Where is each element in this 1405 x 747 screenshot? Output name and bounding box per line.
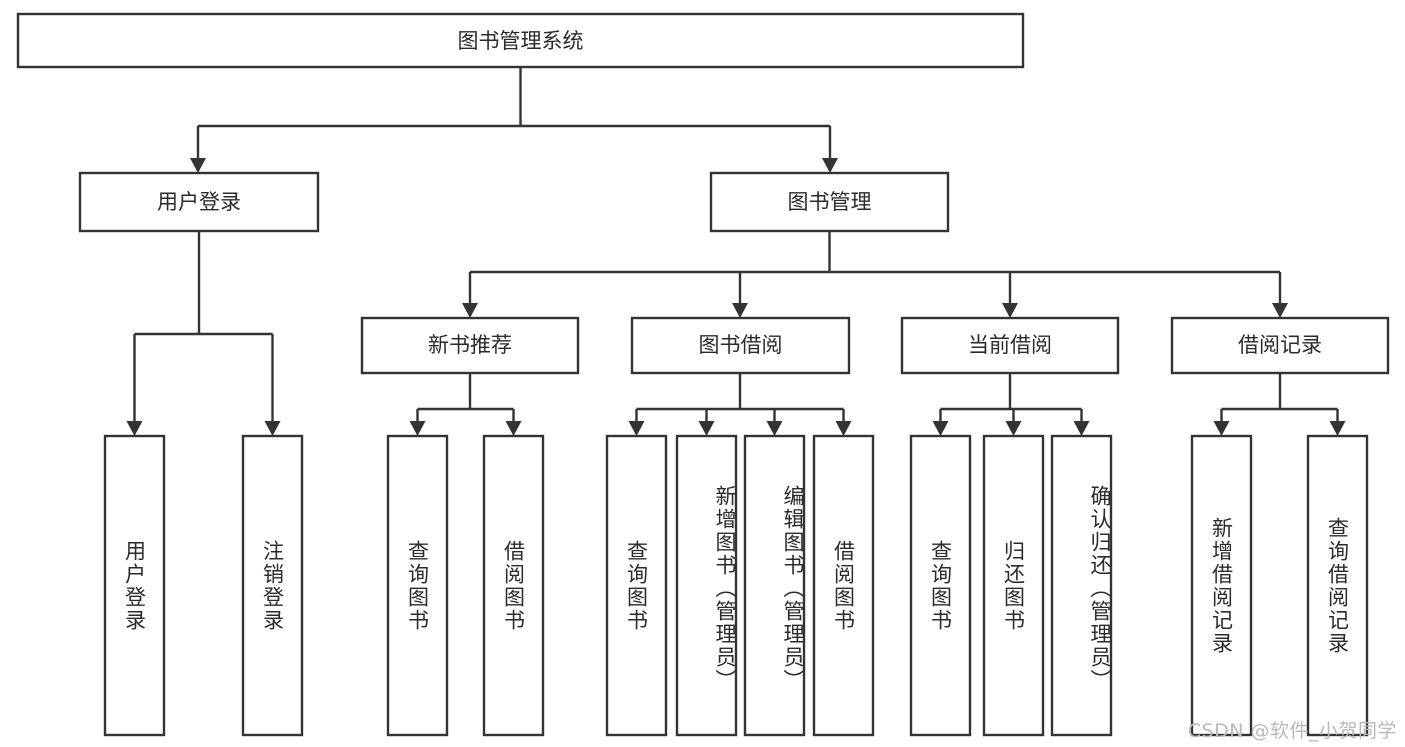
node-book-manage[interactable]: 图书管理 <box>709 171 950 233</box>
leaf-box-user-login[interactable] <box>103 434 166 737</box>
node-book-manage-box[interactable] <box>709 171 950 233</box>
node-borrow-record[interactable]: 借阅记录 <box>1170 316 1390 375</box>
leaf-box-user-logout[interactable] <box>241 434 304 737</box>
node-new-book-rec-label: 新书推荐 <box>428 333 512 357</box>
arrow-book-borrow-leaf-4 <box>835 421 852 436</box>
node-borrow-record-label: 借阅记录 <box>1238 333 1322 357</box>
node-borrow-record-box[interactable] <box>1170 316 1390 375</box>
leaf-box-query-book-current[interactable] <box>909 434 972 737</box>
arrow-book-borrow-leaf-2 <box>698 421 715 436</box>
leaf-box-borrow-book-rec[interactable] <box>482 434 545 737</box>
node-book-manage-label: 图书管理 <box>788 190 872 214</box>
node-book-borrow[interactable]: 图书借阅 <box>630 316 851 375</box>
node-current-borrow-box[interactable] <box>900 316 1120 375</box>
node-user-login-box[interactable] <box>78 171 320 233</box>
leaf-box-layer <box>103 434 1369 737</box>
leaf-box-add-book-admin[interactable] <box>675 434 738 737</box>
arrow-user-login-leaf-2 <box>264 421 281 436</box>
leaf-box-return-book[interactable] <box>982 434 1045 737</box>
node-user-login[interactable]: 用户登录 <box>78 171 320 233</box>
leaf-box-query-book-borrow[interactable] <box>605 434 668 737</box>
arrow-current-borrow-leaf-2 <box>1005 421 1022 436</box>
node-root[interactable]: 图书管理系统 <box>16 12 1025 69</box>
node-book-borrow-label: 图书借阅 <box>699 333 783 357</box>
node-root-label: 图书管理系统 <box>458 29 584 53</box>
arrow-current-borrow-leaf-3 <box>1073 421 1090 436</box>
arrow-book-manage-to-borrow-record <box>1272 303 1288 318</box>
leaf-box-borrow-book[interactable] <box>812 434 875 737</box>
leaf-box-edit-book-admin[interactable] <box>743 434 806 737</box>
node-new-book-rec-box[interactable] <box>360 316 580 375</box>
node-root-box[interactable] <box>16 12 1025 69</box>
csdn-watermark: CSDN @软件_小贺同学 <box>1187 720 1397 742</box>
arrow-root-to-book-manage <box>822 158 838 173</box>
arrow-book-manage-to-current-borrow <box>1002 303 1018 318</box>
connector-layer <box>126 67 1346 436</box>
leaf-box-add-borrow-record[interactable] <box>1190 434 1253 737</box>
arrow-user-login-leaf-1 <box>126 421 143 436</box>
leaf-box-query-book-rec[interactable] <box>386 434 449 737</box>
arrow-book-manage-to-new-book-rec <box>462 303 478 318</box>
arrow-book-borrow-leaf-3 <box>766 421 783 436</box>
node-user-login-label: 用户登录 <box>157 190 241 214</box>
arrow-borrow-record-leaf-1 <box>1213 421 1230 436</box>
node-current-borrow[interactable]: 当前借阅 <box>900 316 1120 375</box>
arrow-book-manage-to-book-borrow <box>732 303 748 318</box>
leaf-box-query-borrow-record[interactable] <box>1306 434 1369 737</box>
arrow-current-borrow-leaf-1 <box>932 421 949 436</box>
arrow-book-borrow-leaf-1 <box>628 421 645 436</box>
arrow-new-book-rec-leaf-2 <box>505 421 522 436</box>
arrow-root-to-user-login <box>190 158 206 173</box>
leaf-box-confirm-return-admin[interactable] <box>1050 434 1113 737</box>
node-current-borrow-label: 当前借阅 <box>968 333 1052 357</box>
node-book-borrow-box[interactable] <box>630 316 851 375</box>
node-new-book-rec[interactable]: 新书推荐 <box>360 316 580 375</box>
arrow-new-book-rec-leaf-1 <box>409 421 426 436</box>
arrow-borrow-record-leaf-2 <box>1329 421 1346 436</box>
